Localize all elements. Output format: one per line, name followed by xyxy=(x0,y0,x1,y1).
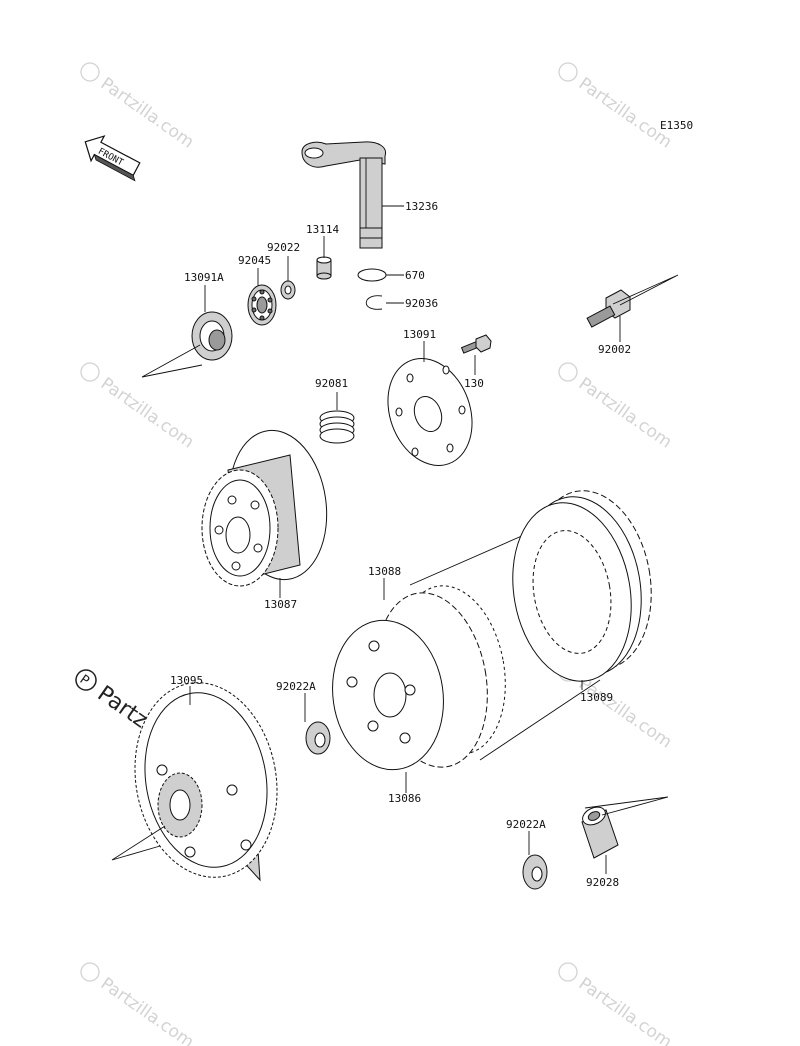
part-13086-clutch-boss xyxy=(332,619,444,771)
front-arrow: FRONT xyxy=(84,135,141,182)
watermark-mid-right: Partzilla.com xyxy=(558,362,676,453)
part-13095-clutch-housing xyxy=(134,682,278,882)
label-92045: 92045 xyxy=(238,254,271,267)
label-13086: 13086 xyxy=(388,792,421,805)
part-13236-lever-shaft xyxy=(301,141,387,249)
svg-text:Partzilla.com: Partzilla.com xyxy=(575,74,676,153)
label-130: 130 xyxy=(464,377,484,390)
part-92081-spring xyxy=(319,410,355,444)
part-92022-washer xyxy=(280,280,296,300)
svg-text:Partzilla.com: Partzilla.com xyxy=(575,974,676,1046)
watermark-bottom-left: Partzilla.com xyxy=(80,962,198,1046)
label-13088: 13088 xyxy=(368,565,401,578)
label-13091: 13091 xyxy=(403,328,436,341)
label-92081: 92081 xyxy=(315,377,348,390)
part-13087-clutch-hub xyxy=(201,429,328,587)
part-130-bolt xyxy=(460,334,492,354)
part-92002-bolt xyxy=(586,289,631,328)
part-13091-pressure-plate xyxy=(387,358,473,466)
label-13095: 13095 xyxy=(170,674,203,687)
label-92036: 92036 xyxy=(405,297,438,310)
diagram-code: E1350 xyxy=(660,119,693,132)
part-92028-sleeve xyxy=(581,806,619,859)
svg-text:Partzilla.com: Partzilla.com xyxy=(97,974,198,1046)
label-92002: 92002 xyxy=(598,343,631,356)
label-13087: 13087 xyxy=(264,598,297,611)
svg-text:Partzilla.com: Partzilla.com xyxy=(97,74,198,153)
label-92028: 92028 xyxy=(586,876,619,889)
svg-text:Partzilla.com: Partzilla.com xyxy=(575,674,676,753)
part-92022A-washer-1 xyxy=(305,721,331,755)
part-92022A-washer-2 xyxy=(522,854,548,890)
label-13091A: 13091A xyxy=(184,271,224,284)
watermark-mid-left: Partzilla.com xyxy=(80,362,198,453)
label-13236: 13236 xyxy=(405,200,438,213)
label-670: 670 xyxy=(405,269,425,282)
part-13114-collar xyxy=(316,256,332,280)
watermark-bottom-right: Partzilla.com xyxy=(558,962,676,1046)
label-13114: 13114 xyxy=(306,223,339,236)
watermark-top-right: Partzilla.com xyxy=(558,62,676,153)
part-13091A-bushing xyxy=(191,311,233,361)
label-92022A-1: 92022A xyxy=(276,680,316,693)
label-92022: 92022 xyxy=(267,241,300,254)
label-92022A-2: 92022A xyxy=(506,818,546,831)
part-670-o-ring xyxy=(357,268,387,282)
svg-text:Partzilla.com: Partzilla.com xyxy=(97,374,198,453)
part-92036-circlip xyxy=(365,295,383,310)
svg-text:Partzilla.com: Partzilla.com xyxy=(575,374,676,453)
part-92045-bearing xyxy=(247,284,277,326)
part-13089-friction-plates xyxy=(512,490,652,682)
label-13089: 13089 xyxy=(580,691,613,704)
